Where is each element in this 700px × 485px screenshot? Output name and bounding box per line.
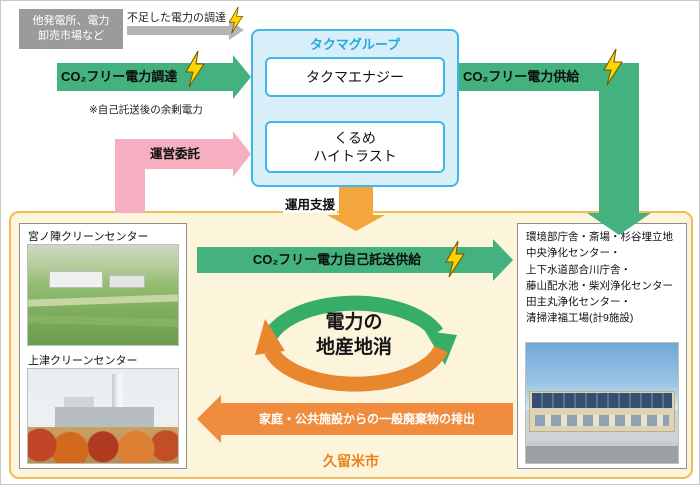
consign-arrow-vbody: [115, 169, 145, 213]
shortage-arrow-head: [229, 20, 244, 40]
consign-arrow-label: 運営委託: [149, 147, 200, 161]
kamitsu-label: 上津クリーンセンター: [28, 355, 138, 367]
photo-road: [526, 446, 678, 463]
procure-arrow-label: CO₂フリー電力調達: [61, 69, 178, 84]
waste-arrow-body: [221, 403, 513, 435]
support-arrow-head: [327, 215, 385, 231]
city-facility-photo: [525, 342, 679, 464]
external-power-source-box: 他発電所、電力 卸売市場など: [19, 9, 123, 49]
photo-sidewalk: [526, 441, 678, 447]
procure-arrow-head: [233, 55, 251, 99]
photo-building: [49, 271, 103, 288]
shortage-arrow-body: [127, 26, 229, 35]
surplus-note: ※自己託送後の余剰電力: [89, 104, 203, 116]
self-wheeling-arrow-label: CO₂フリー電力自己託送供給: [252, 252, 422, 267]
photo-solar-panels: [532, 393, 672, 408]
waste-arrow-label: 家庭・公共施設からの一般廃棄物の排出: [258, 412, 475, 426]
lightning-icon: [185, 50, 205, 88]
supply-arrow-vbody: [599, 63, 639, 213]
photo-building: [109, 275, 145, 288]
miyanojin-photo: [27, 244, 179, 346]
lightning-icon: [603, 48, 623, 86]
kamitsu-photo: [27, 368, 179, 464]
photo-building: [55, 406, 154, 432]
right-facility-box: 環境部庁舎・斎場・杉谷埋立地 中央浄化センター・ 上下水道部合川庁舎・ 藤山配水…: [517, 223, 687, 469]
consign-arrow-hbody: [115, 139, 233, 169]
local-cycle-icon: [255, 295, 457, 392]
photo-chimney: [112, 373, 123, 421]
support-arrow-label: 運用支援: [283, 194, 338, 213]
photo-windows: [535, 415, 669, 426]
miyanojin-label: 宮ノ陣クリーンセンター: [28, 231, 149, 243]
lightning-icon: [445, 240, 465, 278]
right-facilities-list: 環境部庁舎・斎場・杉谷埋立地 中央浄化センター・ 上下水道部合川庁舎・ 藤山配水…: [526, 231, 673, 325]
lightning-icon: [228, 6, 244, 34]
photo-autumn-trees: [28, 427, 178, 463]
kurume-hightrust-box: くるめ ハイトラスト: [265, 121, 445, 173]
procure-arrow-body: [57, 63, 233, 91]
kurume-city-label: 久留米市: [323, 453, 379, 469]
left-facility-box: 宮ノ陣クリーンセンター 上津クリーンセンター: [19, 223, 187, 469]
takuma-group-title: タクマグループ: [309, 37, 401, 52]
self-wheeling-arrow-head: [493, 239, 513, 281]
shortage-procurement-label: 不足した電力の調達: [127, 12, 226, 24]
self-wheeling-arrow-body: [197, 247, 493, 273]
supply-arrow-label: CO₂フリー電力供給: [463, 69, 580, 84]
waste-arrow-head: [197, 395, 221, 443]
consign-arrow-head: [233, 131, 251, 177]
local-cycle-label: 電力の 地産地消: [315, 312, 392, 358]
support-arrow-body: [339, 187, 373, 215]
takuma-energy-box: タクマエナジー: [265, 57, 445, 97]
supply-arrow-head: [587, 213, 651, 235]
